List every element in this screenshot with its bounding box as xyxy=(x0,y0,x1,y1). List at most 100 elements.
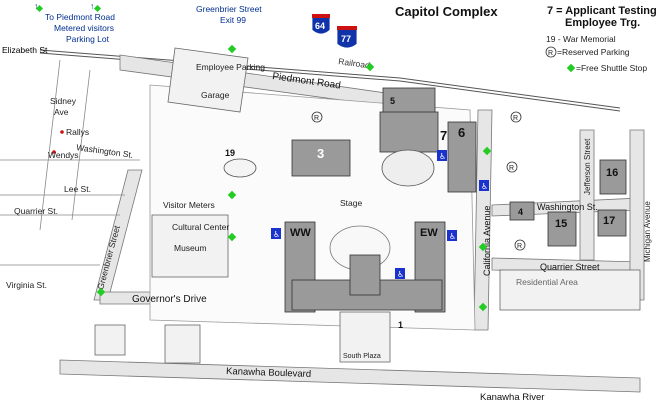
place-rallys: Rallys xyxy=(66,127,89,137)
building-6 xyxy=(447,121,477,193)
lower-left-lot-2 xyxy=(164,324,201,364)
street-elizabeth: Elizabeth St xyxy=(2,45,48,55)
note-metered-visitors: Metered visitors xyxy=(54,23,114,33)
bldg-number-19: 19 xyxy=(225,148,235,158)
reserved-parking-icon xyxy=(545,46,557,58)
legend-war-memorial: 19 - War Memorial xyxy=(546,34,616,44)
legend-reserved-parking: =Reserved Parking xyxy=(557,47,630,57)
south-plaza-block xyxy=(339,311,391,363)
reserved-marker-2: R xyxy=(513,115,518,122)
cultural-center-building xyxy=(151,214,229,278)
building-15 xyxy=(547,211,577,247)
reserved-marker-3: R xyxy=(509,165,514,172)
building-4 xyxy=(509,201,535,221)
reserved-marker-1: R xyxy=(314,115,319,122)
svg-text:♿: ♿ xyxy=(273,230,280,239)
street-washington-west: Washington St. xyxy=(76,142,134,160)
label-south-plaza: South Plaza xyxy=(343,353,381,360)
bldg-number-ew: EW xyxy=(420,227,438,239)
kanawha-river-label: Kanawha River xyxy=(480,392,544,403)
shuttle-stops xyxy=(96,44,492,312)
legend-testing-line2: Employee Trg. xyxy=(565,17,640,29)
handicap-parking-icon: ♿ xyxy=(479,180,489,191)
exit-99-label: Exit 99 xyxy=(220,15,246,25)
handicap-parking-icon: ♿ xyxy=(447,230,457,241)
building-16 xyxy=(599,159,627,195)
bldg-number-15: 15 xyxy=(555,218,567,230)
handicap-parking-icon: ♿ xyxy=(271,228,281,239)
top-left-notes: ↑ ↑ To Piedmont Road Metered visitors Pa… xyxy=(34,1,115,44)
street-virginia: Virginia St. xyxy=(6,280,47,290)
war-memorial-19 xyxy=(223,158,257,178)
residential-area-block xyxy=(499,269,641,311)
legend: 7 = Applicant Testing Employee Trg. 19 -… xyxy=(545,5,657,73)
place-wendys: Wendys xyxy=(48,150,79,160)
label-museum: Museum xyxy=(174,243,207,253)
street-washington-east: Washington St. xyxy=(537,202,598,212)
svg-text:♿: ♿ xyxy=(449,232,456,241)
map-title: Capitol Complex xyxy=(395,4,498,19)
shuttle-stop-icon xyxy=(566,63,576,73)
interstate-64-shield-icon: 64 xyxy=(311,13,331,35)
employee-parking-garage xyxy=(167,47,249,113)
bldg-number-ww: WW xyxy=(290,227,311,239)
california-avenue-road xyxy=(473,109,493,331)
legend-reserved-symbol: R xyxy=(548,50,553,57)
label-garage: Garage xyxy=(201,90,230,100)
bldg-number-3: 3 xyxy=(317,146,324,161)
west-street-grid xyxy=(0,59,140,266)
legend-testing-line1: 7 = Applicant Testing xyxy=(547,5,657,17)
bldg-number-16: 16 xyxy=(606,167,618,179)
street-kanawha-boulevard: Kanawha Boulevard xyxy=(226,366,311,380)
bldg-number-6: 6 xyxy=(458,125,465,140)
i77-label: 77 xyxy=(341,34,351,44)
restaurant-marker-icon xyxy=(60,130,64,134)
bldg-number-4: 4 xyxy=(518,207,523,217)
arrow-up-right: ↑ xyxy=(90,1,94,11)
handicap-parking-icon: ♿ xyxy=(437,150,447,161)
street-jefferson: Jefferson Street xyxy=(583,138,592,195)
bldg-number-17: 17 xyxy=(603,215,615,227)
stage-circle xyxy=(381,149,435,187)
i64-label: 64 xyxy=(315,21,325,31)
svg-text:♿: ♿ xyxy=(439,152,446,161)
jefferson-street-road xyxy=(579,129,595,261)
label-residential: Residential Area xyxy=(516,277,578,287)
note-piedmont-road: To Piedmont Road xyxy=(45,12,115,22)
bldg-number-1: 1 xyxy=(398,320,403,330)
shuttle-stop-icon xyxy=(93,4,102,13)
note-parking-lot: Parking Lot xyxy=(66,34,110,44)
street-railroad: Railroad xyxy=(338,56,371,70)
michigan-avenue-road xyxy=(629,129,645,301)
street-quarrier-east: Quarrier Street xyxy=(540,262,600,272)
restaurant-marker-icon xyxy=(52,150,56,154)
lower-left-lot-1 xyxy=(94,324,126,356)
label-visitor-meters: Visitor Meters xyxy=(163,200,215,210)
svg-text:♿: ♿ xyxy=(397,270,404,279)
street-sidney-ave: Ave xyxy=(54,107,69,117)
svg-text:♿: ♿ xyxy=(481,182,488,191)
street-sidney: Sidney xyxy=(50,96,77,106)
reserved-parking-markers xyxy=(311,111,526,251)
interstate-77-shield-icon: 77 xyxy=(336,25,358,49)
building-17 xyxy=(597,209,627,237)
reserved-marker-4: R xyxy=(517,243,522,250)
street-governors-drive: Governor's Drive xyxy=(132,294,207,305)
label-stage: Stage xyxy=(340,198,362,208)
arrow-up-left: ↑ xyxy=(34,1,38,11)
bldg-number-5: 5 xyxy=(390,96,395,106)
street-california: California Avenue xyxy=(482,206,492,276)
legend-shuttle-stop: =Free Shuttle Stop xyxy=(576,63,647,73)
street-lee: Lee St. xyxy=(64,184,91,194)
street-michigan: Michigan Avenue xyxy=(643,201,652,262)
bldg-number-7: 7 xyxy=(440,128,447,143)
label-cultural-center: Cultural Center xyxy=(172,222,229,232)
greenbrier-street-top-label: Greenbrier Street xyxy=(196,4,262,14)
street-quarrier-west: Quarrier St. xyxy=(14,206,58,216)
capitol-dome xyxy=(349,254,381,296)
label-employee-parking: Employee Parking xyxy=(196,62,265,72)
building-5-annex xyxy=(379,111,439,153)
handicap-parking-icon: ♿ xyxy=(395,268,405,279)
building-3 xyxy=(291,139,351,177)
